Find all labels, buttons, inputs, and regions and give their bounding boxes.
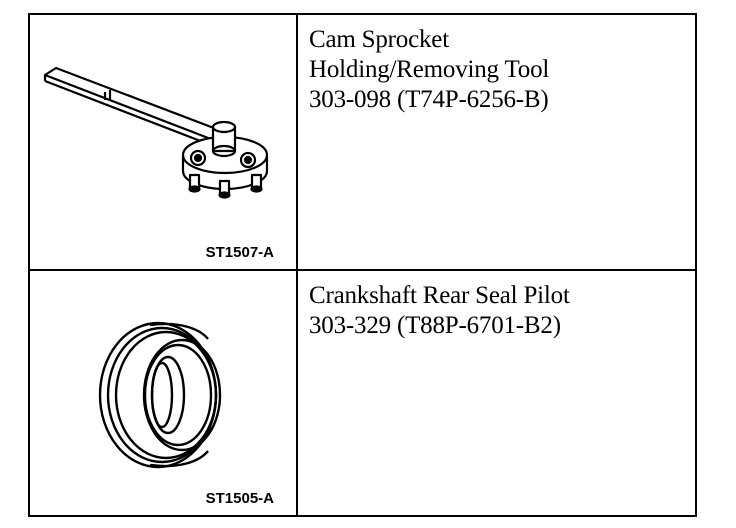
- figure-ref-label: ST1505-A: [205, 490, 274, 507]
- tool-name-line: Cam Sprocket: [309, 26, 449, 53]
- tool-part-number: 303-329 (T88P-6701-B2): [309, 312, 561, 339]
- tool-name-line: Holding/Removing Tool: [309, 56, 550, 83]
- tool-description: Crankshaft Rear Seal Pilot 303-329 (T88P…: [309, 281, 570, 341]
- tool-image-cell: ST1507-A: [30, 15, 298, 269]
- tool-description-cell: Crankshaft Rear Seal Pilot 303-329 (T88P…: [300, 271, 695, 515]
- tool-description: Cam Sprocket Holding/Removing Tool 303-0…: [309, 25, 549, 115]
- tool-description-cell: Cam Sprocket Holding/Removing Tool 303-0…: [300, 15, 695, 269]
- tool-part-number: 303-098 (T74P-6256-B): [309, 86, 549, 113]
- seal-pilot-icon: [98, 321, 222, 469]
- tool-name-line: Crankshaft Rear Seal Pilot: [309, 282, 570, 309]
- figure-ref-label: ST1507-A: [205, 244, 274, 261]
- tool-table: ST1507-A Cam Sprocket Holding/Removing T…: [28, 13, 697, 517]
- cam-sprocket-tool-icon: [43, 66, 269, 199]
- table-row: ST1507-A Cam Sprocket Holding/Removing T…: [30, 15, 695, 271]
- tool-image-cell: ST1505-A: [30, 271, 298, 515]
- table-row: ST1505-A Crankshaft Rear Seal Pilot 303-…: [30, 271, 695, 515]
